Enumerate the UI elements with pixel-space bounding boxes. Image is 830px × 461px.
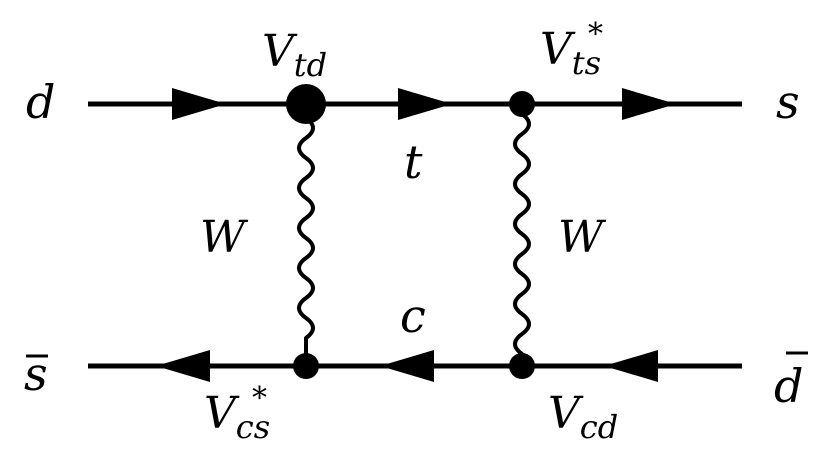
label-d-in: d: [26, 75, 55, 129]
label-vcs-star-sup: *: [252, 381, 267, 416]
vertex-bottom-left: [293, 353, 319, 379]
arrow-left-icon: [380, 350, 434, 382]
label-w-right: W: [558, 212, 607, 263]
label-vcd: Vcd: [548, 388, 618, 446]
arrow-right-icon: [622, 88, 676, 120]
vertex-top-right: [509, 91, 535, 117]
arrow-right-icon: [398, 88, 452, 120]
right-w-boson-line: [513, 112, 531, 358]
label-t-quark: t: [404, 135, 423, 189]
vertex-top-left: [286, 84, 326, 124]
label-s-bar: s: [24, 347, 48, 401]
arrow-left-icon: [604, 350, 658, 382]
left-w-boson-line: [297, 116, 315, 358]
label-vts-star: Vts: [540, 24, 601, 82]
vertex-bottom-right: [509, 353, 535, 379]
arrow-right-icon: [172, 88, 226, 120]
label-w-left: W: [200, 212, 249, 263]
label-vtd: Vtd: [262, 26, 327, 84]
label-d-bar: d: [774, 359, 803, 413]
label-s-out: s: [776, 75, 800, 129]
arrow-left-icon: [156, 350, 210, 382]
label-c-quark: c: [400, 289, 426, 343]
label-vts-star-sup: *: [588, 17, 603, 52]
label-vcs-star: Vcs: [204, 388, 270, 446]
